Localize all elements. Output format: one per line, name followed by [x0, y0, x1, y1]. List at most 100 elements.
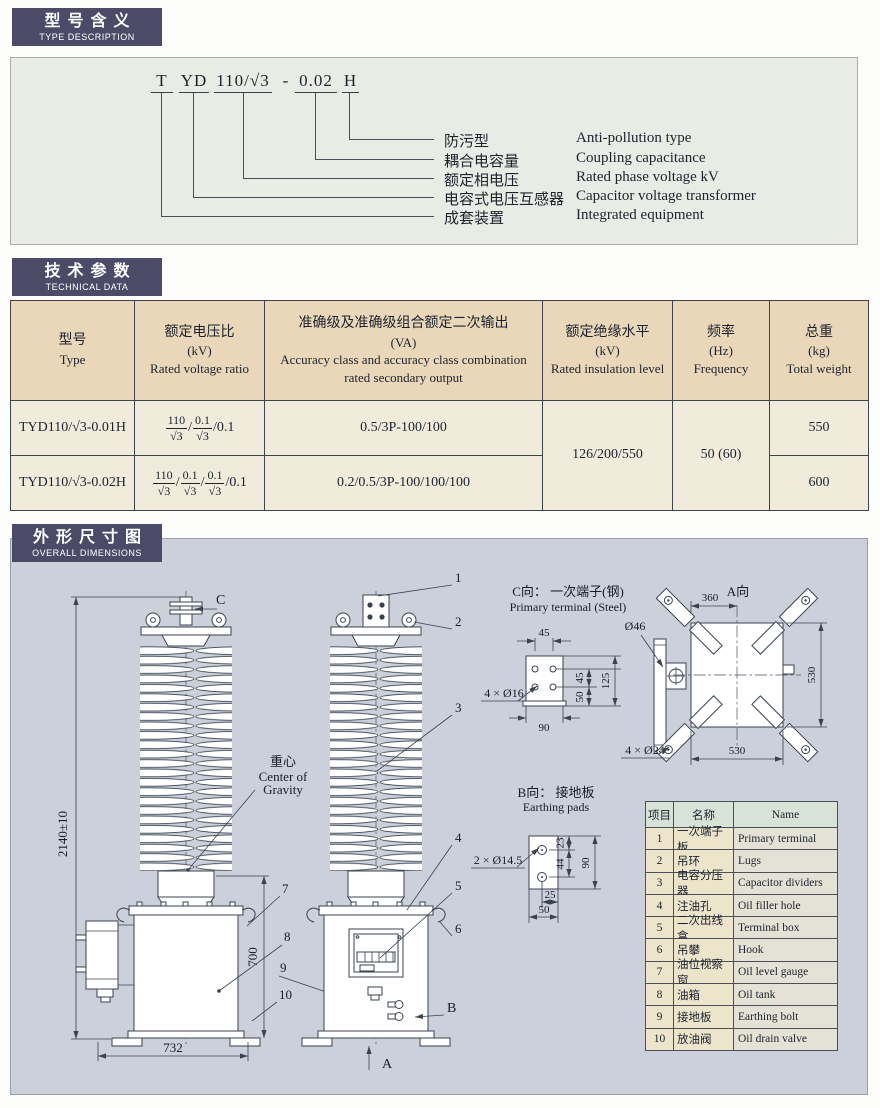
- cog-label-en1: Center of: [259, 769, 308, 784]
- callout-8: 8: [284, 929, 291, 944]
- part-no: 4: [646, 894, 674, 918]
- parts-header-name-cn: 名称: [674, 802, 734, 828]
- part-no: 9: [646, 1006, 674, 1029]
- header-cn: 额定绝缘水平: [565, 324, 650, 340]
- header-en: Accuracy class and accuracy class combin…: [280, 352, 527, 385]
- connector-line: [243, 178, 434, 179]
- view-b-arrow: [414, 1013, 445, 1020]
- b-detail-title-en: Earthing pads: [523, 800, 590, 814]
- part-no: 7: [646, 961, 674, 985]
- part-en: Oil filler hole: [734, 894, 838, 918]
- header-unit: (VA): [390, 334, 417, 350]
- cell-accuracy-row2: 0.2/0.5/3P-100/100/100: [265, 456, 543, 511]
- side-elevation: [75, 591, 261, 1047]
- code-label-cn: 成套装置: [444, 211, 505, 227]
- header-cn: 频率: [707, 324, 735, 340]
- part-en: Oil drain valve: [734, 1028, 838, 1051]
- header-en: Rated insulation level: [550, 360, 665, 376]
- front-elevation-dimensions: A B 1 2 3 4 5 6: [366, 570, 462, 1072]
- header-unit: (kV): [595, 343, 620, 359]
- secondary-terminal-box: [348, 928, 404, 978]
- callout-3: 3: [455, 700, 462, 715]
- code-label-cn: 额定相电压: [444, 173, 520, 189]
- badge-title-cn: 外形尺寸图: [32, 529, 148, 546]
- a-view-title: A向: [727, 584, 749, 599]
- a-dim-530-bottom: 530: [729, 745, 746, 757]
- dim-overall-height: 2140±10: [55, 811, 70, 857]
- header-en: Rated voltage ratio: [150, 360, 249, 376]
- code-segment-cap: 0.02: [295, 70, 337, 93]
- part-en: Hook: [734, 939, 838, 962]
- callout-4: 4: [455, 830, 462, 845]
- part-no: 8: [646, 984, 674, 1007]
- header-en: Total weight: [786, 360, 852, 376]
- a-hole-label: 4 × Ø24: [625, 743, 664, 757]
- part-cn: 油箱: [674, 984, 734, 1007]
- code-segment-yd: YD: [179, 70, 209, 93]
- header-en: Type: [59, 352, 86, 368]
- callout-7: 7: [282, 881, 289, 896]
- b-detail-title-cn: B向： 接地板: [518, 785, 595, 800]
- col-header-weight: 总重 (kg) Total weight: [770, 301, 869, 401]
- part-cn: 油位视察窗: [674, 959, 734, 987]
- part-no: 2: [646, 850, 674, 873]
- hook-right: [241, 907, 256, 923]
- code-segment-ratio: 110/√3: [214, 70, 272, 93]
- header-cn: 总重: [805, 324, 833, 340]
- part-en: Earthing bolt: [734, 1006, 838, 1029]
- terminal-side-view: Ø46: [625, 619, 687, 752]
- header-en: Frequency: [693, 360, 749, 376]
- a-dim-360: 360: [702, 592, 719, 604]
- part-cn: 吊攀: [674, 939, 734, 962]
- part-en: Primary terminal: [734, 828, 838, 851]
- b-dim-23: 23: [555, 837, 567, 849]
- code-label-cn: 防污型: [444, 134, 490, 150]
- hook-left: [116, 907, 131, 923]
- part-en: Oil tank: [734, 984, 838, 1007]
- connector-line: [161, 93, 162, 216]
- part-no: 3: [646, 872, 674, 895]
- b-dim-25: 25: [545, 889, 557, 901]
- dim-base-width: 732: [163, 1040, 183, 1055]
- col-header-ratio: 额定电压比 (kV) Rated voltage ratio: [135, 301, 265, 401]
- c-detail-title-cn: C向： 一次端子(钢): [512, 584, 624, 599]
- part-cn: 二次出线盒: [674, 915, 734, 943]
- badge-title-en: TYPE DESCRIPTION: [39, 32, 135, 43]
- header-unit: (kg): [808, 343, 830, 359]
- cell-ratio-row2: 110√3 / 0.1√3 / 0.1√3 /0.1: [135, 456, 265, 511]
- header-cn: 准确级及准确级组合额定二次输出: [298, 315, 509, 331]
- dim-tank-height: 700: [245, 947, 260, 967]
- callout-6: 6: [455, 921, 462, 936]
- callout-9: 9: [280, 960, 287, 975]
- code-label-cn: 耦合电容量: [444, 154, 520, 170]
- part-en: Lugs: [734, 850, 838, 873]
- code-label-en: Rated phase voltage kV: [576, 169, 719, 185]
- cell-frequency-merged: 50 (60): [673, 401, 770, 511]
- type-description-panel: T YD 110/√3 - 0.02 H 防污型 Anti-pollution …: [10, 57, 858, 245]
- parts-table: 项目 名称 Name 1 一次端子板 Primary terminal 2 吊环…: [645, 801, 838, 1051]
- header-unit: (kV): [187, 343, 212, 359]
- connector-line: [243, 93, 244, 178]
- connector-line: [349, 139, 434, 140]
- side-terminal-box: [75, 920, 134, 1003]
- connector-line: [161, 216, 434, 217]
- stem-diameter-label: Ø46: [625, 619, 646, 633]
- code-label-en: Capacitor voltage transformer: [576, 188, 756, 204]
- parts-header-name-en: Name: [734, 802, 838, 828]
- col-header-accuracy: 准确级及准确级组合额定二次输出 (VA) Accuracy class and …: [265, 301, 543, 401]
- cell-type-row1: TYD110/√3-0.01H: [11, 401, 135, 456]
- col-header-frequency: 频率 (Hz) Frequency: [673, 301, 770, 401]
- cell-weight-row1: 550: [770, 401, 869, 456]
- b-view-detail: B向： 接地板 Earthing pads 2 × Ø14.5 23 44 90…: [471, 785, 601, 923]
- connector-line: [315, 159, 434, 160]
- earthing-pads: [387, 1000, 404, 1021]
- part-en: Terminal box: [734, 917, 838, 940]
- connector-line: [193, 93, 194, 197]
- part-no: 10: [646, 1028, 674, 1051]
- badge-title-cn: 型号含义: [44, 13, 137, 30]
- callout-2: 2: [455, 614, 462, 629]
- code-label-en: Coupling capacitance: [576, 150, 706, 166]
- technical-data-table: 型号 Type 额定电压比 (kV) Rated voltage ratio 准…: [10, 300, 869, 511]
- view-c-label: C: [216, 593, 225, 608]
- a-dim-530-right: 530: [806, 666, 818, 683]
